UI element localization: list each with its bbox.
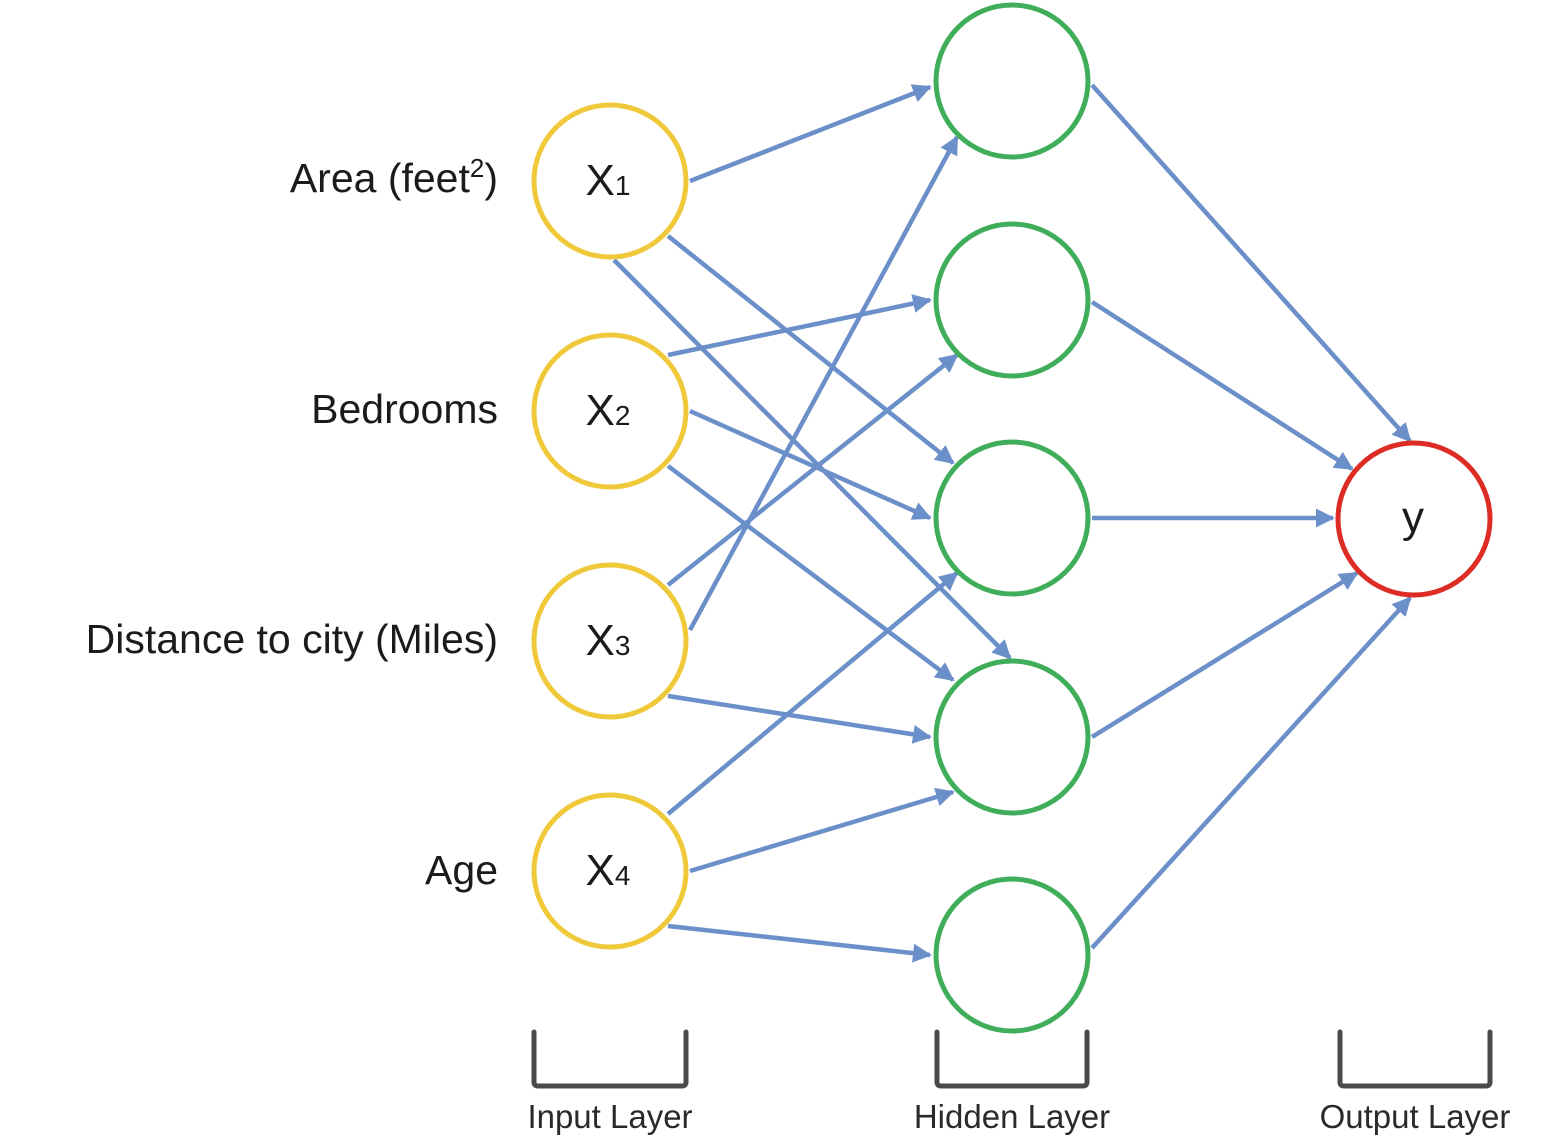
- connection-arrow: [688, 135, 959, 632]
- connection-arrow: [612, 258, 1012, 660]
- input-node-label: X4: [586, 846, 631, 895]
- connection-arrow: [666, 464, 955, 682]
- input-node-label: X3: [586, 616, 631, 665]
- hidden-node-5: [933, 876, 1091, 1034]
- output-layer-bracket: [1337, 1029, 1493, 1089]
- input-node-circle: [531, 562, 689, 720]
- input-node-4: X4: [531, 792, 689, 950]
- connection-arrow: [1090, 596, 1412, 950]
- input-node-circle: [531, 332, 689, 490]
- input-node-label: X1: [586, 156, 631, 205]
- hidden-node-1: [933, 2, 1091, 160]
- output-node: y: [1335, 440, 1493, 598]
- connection-edges: [612, 83, 1412, 963]
- connection-arrow: [667, 693, 932, 744]
- connection-arrow: [666, 234, 955, 465]
- input-node-1: X1: [531, 102, 689, 260]
- feature-label-age: Age: [425, 847, 498, 893]
- connection-arrow: [666, 571, 959, 816]
- connection-arrow: [689, 787, 955, 874]
- input-layer-bracket: [531, 1029, 689, 1089]
- hidden-node-3: [933, 439, 1091, 597]
- connection-arrow: [1090, 83, 1412, 443]
- connection-arrow: [667, 923, 932, 963]
- connection-arrow: [1090, 571, 1359, 739]
- input-node-3: X3: [531, 562, 689, 720]
- connection-arrow: [667, 294, 932, 358]
- connection-arrow: [689, 408, 932, 521]
- input-node-circle: [531, 792, 689, 950]
- feature-label-area: Area (feet2): [290, 153, 498, 201]
- hidden-node-2: [933, 221, 1091, 379]
- output-node-label: y: [1402, 493, 1424, 542]
- hidden-node-4: [933, 658, 1091, 816]
- connection-arrow: [666, 353, 959, 587]
- hidden-layer-bracket: [934, 1029, 1090, 1089]
- feature-label-distance: Distance to city (Miles): [86, 616, 498, 662]
- input-node-label: X2: [586, 386, 631, 435]
- hidden-layer-caption: Hidden Layer: [914, 1098, 1110, 1135]
- output-layer-caption: Output Layer: [1320, 1098, 1511, 1135]
- input-node-2: X2: [531, 332, 689, 490]
- input-layer-caption: Input Layer: [527, 1098, 692, 1135]
- feature-label-bedrooms: Bedrooms: [311, 386, 498, 432]
- output-node-circle: [1335, 440, 1493, 598]
- connection-arrow: [689, 84, 932, 184]
- connection-arrow: [1090, 300, 1354, 471]
- input-node-circle: [531, 102, 689, 260]
